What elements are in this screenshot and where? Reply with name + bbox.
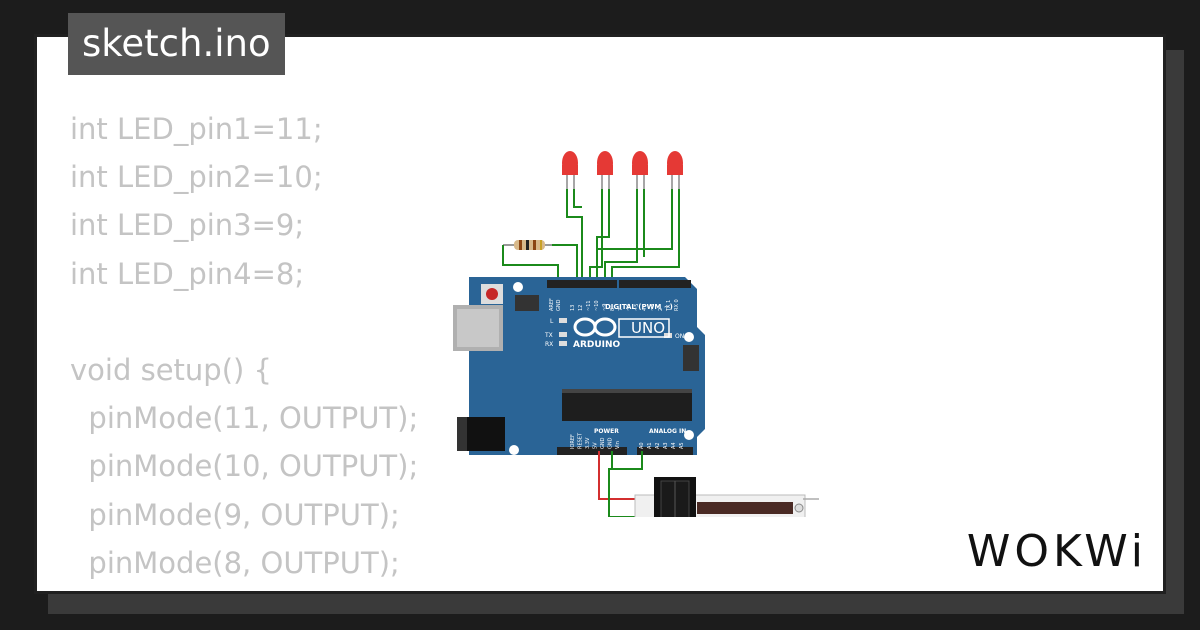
- digital-pin-label-0: 13: [570, 305, 576, 311]
- pin-gnd-label: GND: [556, 299, 562, 311]
- led-rx-label: RX: [545, 341, 553, 348]
- analog-header-label: ANALOG IN: [649, 428, 686, 435]
- code-line: int LED_pin1=11;: [70, 112, 323, 146]
- pin-aref-label: AREF: [549, 298, 555, 311]
- code-listing: int LED_pin1=11; int LED_pin2=10; int LE…: [70, 105, 419, 591]
- digital-pin-label-11: 2: [658, 308, 664, 311]
- digital-pin-label-5: 8: [610, 308, 616, 311]
- code-line: int LED_pin2=10;: [70, 160, 323, 195]
- led-4[interactable]: [667, 151, 683, 189]
- arduino-uno-board[interactable]: UNO ARDUINO DIGITAL (PWM ~) POWER ANALOG…: [453, 277, 705, 455]
- analog-pin-label-0: A0: [639, 442, 645, 449]
- circuit-diagram: UNO ARDUINO DIGITAL (PWM ~) POWER ANALOG…: [453, 151, 819, 517]
- led-on-label: ON: [675, 333, 684, 340]
- preview-card: int LED_pin1=11; int LED_pin2=10; int LE…: [34, 34, 1166, 594]
- code-line: }: [70, 587, 418, 591]
- digital-pin-label-7: ~6: [626, 304, 632, 311]
- digital-header-label: DIGITAL (PWM ~): [605, 303, 673, 311]
- code-line: [70, 298, 418, 346]
- power-pin-label-4: GND: [600, 437, 606, 449]
- code-line: pinMode(9, OUTPUT);: [70, 497, 400, 532]
- led-tx-label: TX: [544, 332, 553, 339]
- wires-green: [502, 189, 680, 285]
- digital-pin-label-13: RX 0: [674, 299, 680, 311]
- digital-pin-label-3: ~10: [594, 300, 600, 311]
- resistor[interactable]: [503, 240, 552, 250]
- wokwi-logo: WOKWi: [966, 526, 1147, 577]
- analog-pin-label-3: A3: [663, 442, 669, 449]
- code-line: pinMode(10, OUTPUT);: [70, 449, 419, 484]
- power-pin-label-3: 5V: [593, 442, 599, 449]
- analog-pin-label-5: A5: [679, 442, 685, 449]
- led-3[interactable]: [632, 151, 648, 189]
- digital-pin-label-4: ~9: [602, 304, 608, 311]
- analog-pin-label-1: A1: [647, 442, 653, 449]
- digital-pin-label-8: ~5: [634, 304, 640, 311]
- code-line: pinMode(8, OUTPUT);: [70, 545, 400, 580]
- code-line: pinMode(11, OUTPUT);: [70, 401, 419, 436]
- digital-pin-label-1: 12: [578, 305, 584, 311]
- analog-pin-label-4: A4: [671, 442, 677, 449]
- digital-pin-label-12: TX 1: [666, 300, 672, 312]
- power-pin-label-0: IOREF: [570, 434, 576, 449]
- code-line: int LED_pin3=9;: [70, 208, 305, 243]
- digital-pin-label-6: 7: [618, 308, 624, 311]
- power-pin-label-1: RESET: [578, 432, 584, 449]
- led-l-label: L: [550, 318, 554, 325]
- led-2[interactable]: [597, 151, 613, 189]
- digital-pin-label-10: ~3: [650, 304, 656, 311]
- digital-pin-label-9: 4: [642, 308, 648, 311]
- board-model-label: UNO: [631, 319, 665, 337]
- power-pin-label-2: 3.3V: [585, 437, 591, 449]
- code-line: void setup() {: [70, 352, 272, 387]
- file-tab[interactable]: sketch.ino: [68, 13, 285, 75]
- analog-pin-label-2: A2: [655, 442, 661, 449]
- code-line: int LED_pin4=8;: [70, 256, 305, 291]
- slide-potentiometer[interactable]: [634, 477, 819, 517]
- digital-pin-label-2: ~11: [586, 300, 592, 311]
- power-header-label: POWER: [594, 428, 619, 435]
- power-pin-label-6: Vin: [615, 441, 621, 449]
- wires-pot: [598, 451, 649, 517]
- led-1[interactable]: [562, 151, 578, 189]
- power-pin-label-5: GND: [608, 437, 614, 449]
- board-brand-label: ARDUINO: [573, 340, 621, 350]
